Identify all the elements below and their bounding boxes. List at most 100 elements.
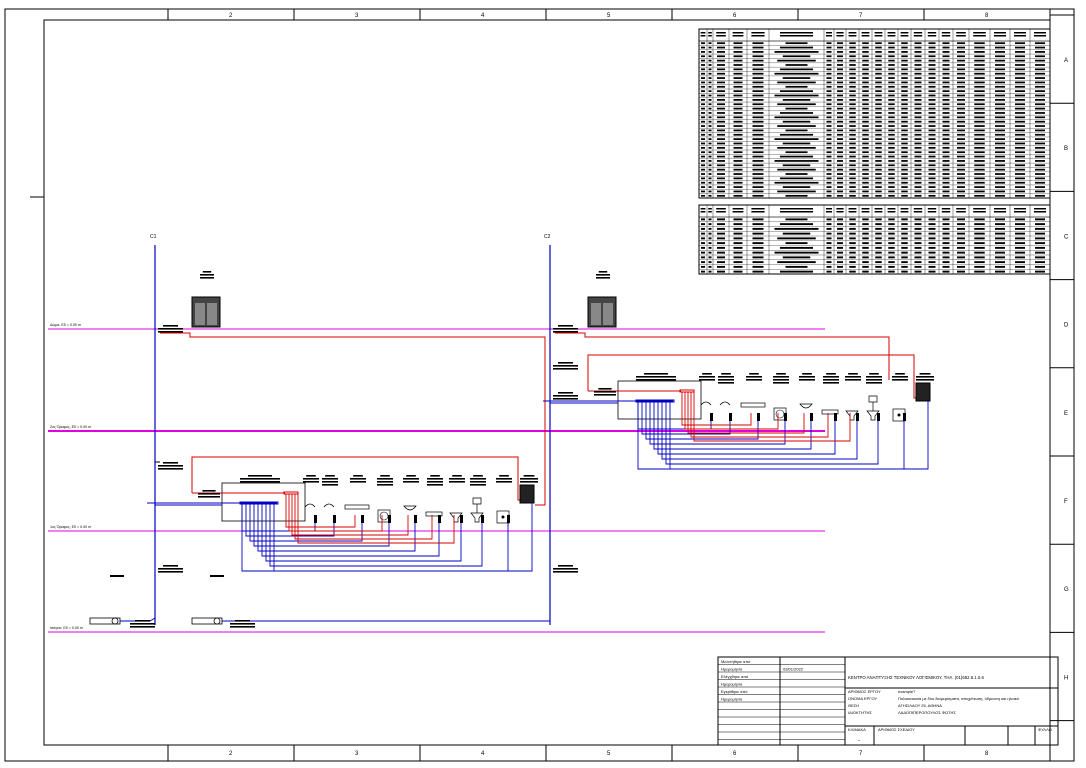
- annotation-bar: [130, 626, 155, 628]
- annotation-bar: [718, 382, 734, 384]
- annotation-bar: [699, 376, 715, 378]
- annotation-bar: [303, 478, 319, 480]
- project-field-label: ΘΕΣΗ: [848, 703, 859, 708]
- valve-icon: [810, 413, 813, 421]
- annotation-bar: [553, 398, 578, 400]
- row-label: C: [1064, 234, 1069, 240]
- wc-icon: [470, 497, 484, 523]
- annotation-bar: [558, 392, 573, 394]
- annotation-bar: [895, 373, 905, 375]
- annotation-bar: [558, 565, 573, 567]
- annotation-bar: [892, 376, 908, 378]
- annotation-bar: [303, 481, 319, 483]
- fixture-schedule-table-1: [698, 28, 1051, 199]
- annotation-bar: [866, 379, 882, 381]
- annotation-bar: [866, 382, 882, 384]
- column-label-bottom: 4: [481, 751, 485, 757]
- manifold-box: [221, 482, 306, 522]
- annotation-bar: [718, 376, 734, 378]
- annotation-bar: [776, 373, 786, 375]
- project-field-label: ΟΝΟΜΑ ΕΡΓΟΥ: [848, 696, 878, 701]
- column-label-top: 4: [481, 13, 485, 19]
- annotation-bar: [892, 379, 908, 381]
- title-block-label: Μελετήθηκε από: [721, 659, 751, 664]
- hot-manifold: [283, 491, 299, 495]
- tap-icon: [719, 401, 731, 406]
- annotation-bar: [749, 373, 759, 375]
- column-label-top: 6: [733, 13, 737, 19]
- annotation-bar: [473, 475, 483, 477]
- annotation-bar: [558, 325, 573, 327]
- valve-icon: [729, 413, 732, 421]
- annotation-bar: [427, 478, 443, 480]
- annotation-bar: [845, 376, 861, 378]
- valve-icon: [784, 413, 787, 421]
- annotation-bar: [452, 475, 462, 477]
- hot-branch: [294, 494, 433, 540]
- annotation-bar: [158, 328, 183, 330]
- valve-icon: [856, 413, 859, 421]
- cold-branch: [649, 402, 786, 445]
- annotation-bar: [322, 478, 338, 480]
- annotation-bar: [553, 331, 578, 333]
- annotation-bar: [746, 376, 762, 378]
- annotation-bar: [919, 373, 931, 375]
- annotation-bar: [198, 496, 220, 498]
- column-label-top: 8: [985, 13, 989, 19]
- annotation-bar: [699, 379, 715, 381]
- column-label-bottom: 2: [229, 751, 233, 757]
- annotation-bar: [163, 462, 178, 464]
- annotation-bar: [916, 379, 934, 381]
- valve-icon: [877, 413, 880, 421]
- annotation-bar: [350, 478, 366, 480]
- title-block-label: Ημερομηνία: [721, 667, 743, 672]
- hot-branch: [681, 392, 752, 426]
- row-label: E: [1064, 411, 1068, 417]
- cold-branch: [269, 504, 483, 567]
- annotation-bar: [230, 623, 255, 625]
- cold-branch: [645, 402, 759, 440]
- annotation-bar: [403, 481, 419, 483]
- apartment-distribution: [617, 380, 702, 420]
- annotation-bar: [158, 571, 183, 573]
- annotation-bar: [802, 373, 812, 375]
- schedule-tables: [698, 28, 1051, 275]
- annotation-bar: [916, 376, 934, 378]
- annotation-bar: [210, 575, 224, 577]
- annotation-bar: [306, 475, 316, 477]
- annotation-bar: [449, 478, 465, 480]
- annotation-bar: [130, 623, 155, 625]
- hot-branch: [291, 494, 409, 536]
- annotation-bar: [325, 475, 335, 477]
- tap-icon: [700, 401, 712, 406]
- tap-icon: [323, 503, 335, 508]
- row-label: A: [1064, 58, 1068, 64]
- annotation-bar: [553, 395, 578, 397]
- level-label: Ισόγειο, Εδ = 0.00 m: [50, 626, 83, 630]
- annotation-bar: [520, 478, 538, 480]
- project-field-value: ΛΑΔΟΠΙΠΕΡΟΠΟΥΛΟΣ ΦΩΤΗΣ: [898, 710, 956, 715]
- valve-icon: [757, 413, 760, 421]
- annotation-bar: [520, 481, 538, 483]
- annotation-bar: [636, 379, 676, 381]
- annotation-bar: [403, 478, 419, 480]
- hot-branch: [285, 494, 356, 528]
- annotation-bar: [380, 475, 390, 477]
- annotation-bar: [773, 382, 789, 384]
- annotation-bar: [135, 620, 150, 622]
- annotation-bar: [799, 379, 815, 381]
- annotation-bar: [377, 481, 393, 483]
- company-name: ΚΕΝΤΡΟ ΑΝΑΠΤΥΞΗΣ ΤΕΧΝΙΚΟΥ ΛΟΓΙΣΜΙΚΟΥ, ΤΗ…: [848, 675, 984, 680]
- annotation-bar: [553, 328, 578, 330]
- project-field-value: ΑΓΗΣΙΛΑΟΥ 25, ΑΘΗΝΑ: [898, 703, 942, 708]
- valve-icon: [314, 515, 317, 523]
- annotation-bar: [353, 475, 363, 477]
- valve-icon: [507, 515, 510, 523]
- hot-branch: [693, 392, 851, 442]
- annotation-bar: [496, 481, 512, 483]
- annotation-bar: [240, 478, 280, 480]
- level-label: 2ος Όροφος, Εδ = 0.00 m: [50, 425, 91, 429]
